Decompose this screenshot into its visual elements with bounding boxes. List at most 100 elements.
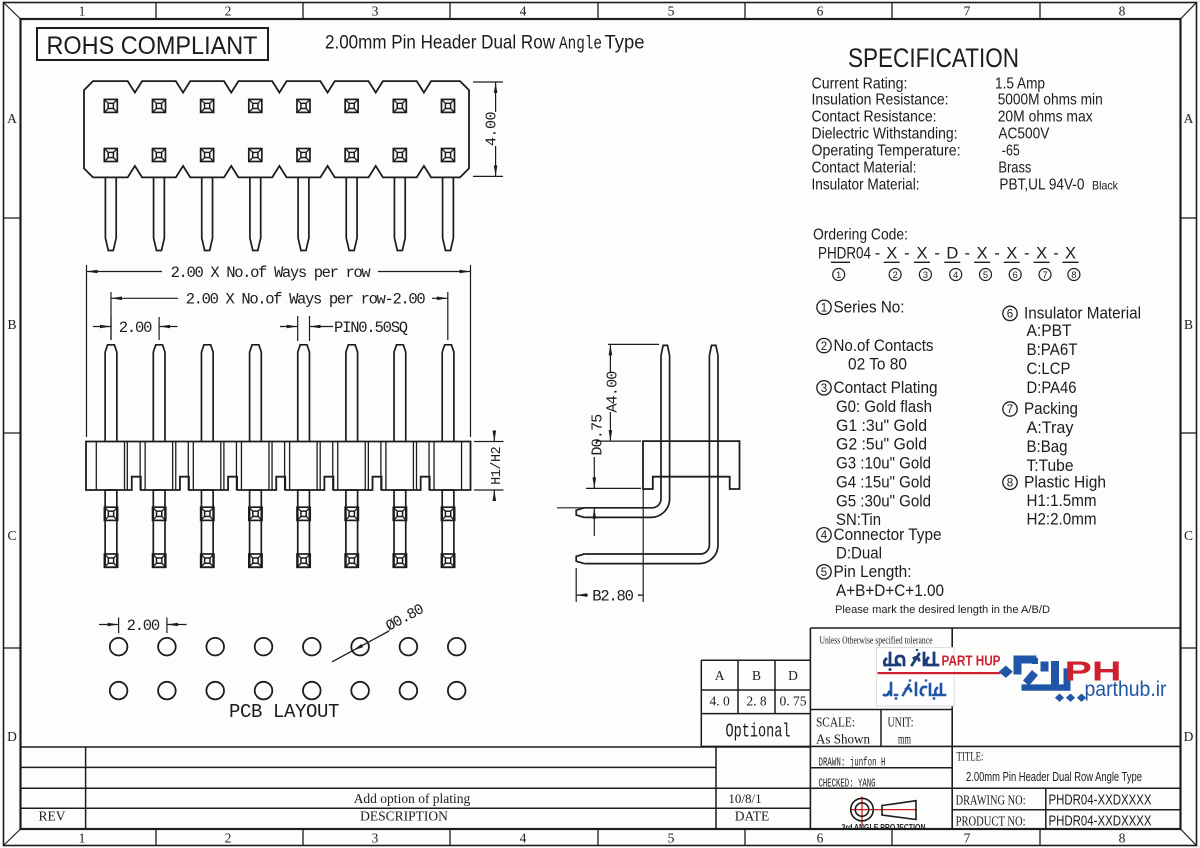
svg-text:2: 2 — [225, 831, 232, 846]
svg-text:1: 1 — [79, 4, 86, 19]
svg-text:A: A — [715, 668, 725, 683]
svg-text:4: 4 — [953, 270, 958, 281]
svg-text:3: 3 — [372, 831, 379, 846]
svg-text:T:Tube: T:Tube — [1027, 457, 1074, 475]
svg-text:4: 4 — [520, 4, 527, 19]
svg-text:H2:2.0mm: H2:2.0mm — [1027, 511, 1097, 529]
svg-text:D: D — [788, 668, 798, 683]
svg-text:ROHS COMPLIANT: ROHS COMPLIANT — [47, 32, 258, 60]
svg-text:Insulator Material:: Insulator Material: — [812, 176, 920, 193]
svg-text:1.5 Amp: 1.5 Amp — [995, 76, 1045, 93]
svg-text:PHDR04-XXDXXXX: PHDR04-XXDXXXX — [1049, 793, 1152, 809]
svg-text:Black: Black — [1092, 178, 1119, 192]
svg-text:G5 :30u" Gold: G5 :30u" Gold — [836, 492, 931, 510]
svg-text:2.00 X No.of Ways per row-2.00: 2.00 X No.of Ways per row-2.00 — [186, 291, 426, 309]
svg-text:-: - — [964, 245, 970, 263]
svg-text:2.00: 2.00 — [127, 617, 160, 635]
svg-text:5: 5 — [983, 270, 988, 281]
svg-text:PHDR04-XXDXXXX: PHDR04-XXDXXXX — [1049, 814, 1152, 830]
svg-text:Please mark the desired length: Please mark the desired length in the A/… — [835, 604, 1050, 616]
svg-text:6: 6 — [817, 4, 824, 19]
svg-text:DRAWING NO:: DRAWING NO: — [956, 794, 1026, 809]
svg-text:-: - — [1024, 245, 1030, 263]
svg-text:5: 5 — [821, 567, 827, 579]
svg-text:C: C — [7, 528, 16, 543]
svg-text:A:Tray: A:Tray — [1027, 419, 1075, 437]
svg-text:4. 0: 4. 0 — [709, 694, 730, 709]
svg-text:3: 3 — [821, 383, 827, 395]
svg-text:3: 3 — [923, 270, 928, 281]
svg-text:7: 7 — [1042, 270, 1047, 281]
svg-text:X: X — [977, 245, 988, 263]
svg-text:B: B — [7, 317, 16, 332]
svg-text:D:Dual: D:Dual — [836, 545, 882, 563]
svg-text:X: X — [1065, 245, 1076, 263]
svg-text:Insulator Material: Insulator Material — [1024, 305, 1141, 323]
svg-text:D: D — [946, 245, 958, 263]
svg-text:7: 7 — [964, 831, 971, 846]
svg-text:7: 7 — [964, 4, 971, 19]
svg-text:X: X — [1006, 245, 1017, 263]
svg-text:B2.80: B2.80 — [592, 587, 633, 605]
svg-text:B: B — [752, 668, 761, 683]
svg-text:6: 6 — [1007, 309, 1013, 321]
svg-text:D:PA46: D:PA46 — [1027, 379, 1077, 397]
svg-text:PBT,UL 94V-0: PBT,UL 94V-0 — [999, 176, 1084, 193]
svg-text:Series No:: Series No: — [834, 299, 905, 317]
svg-text:PCB LAYOUT: PCB LAYOUT — [229, 701, 339, 723]
svg-text:PART HUP: PART HUP — [942, 654, 1001, 670]
svg-text:X: X — [1036, 245, 1047, 263]
svg-text:D: D — [7, 729, 17, 744]
svg-text:Current Rating:: Current Rating: — [812, 76, 908, 93]
svg-text:5: 5 — [668, 4, 675, 19]
svg-text:Contact Material:: Contact Material: — [812, 159, 917, 176]
svg-text:A4.00: A4.00 — [605, 371, 622, 413]
svg-text:Insulation Resistance:: Insulation Resistance: — [812, 91, 949, 108]
svg-text:A+B+D+C+1.00: A+B+D+C+1.00 — [836, 582, 944, 600]
svg-text:AC500V: AC500V — [998, 125, 1049, 142]
svg-text:-: - — [994, 245, 1000, 263]
svg-text:UNIT:: UNIT: — [888, 715, 914, 730]
svg-text:Dielectric Withstanding:: Dielectric Withstanding: — [812, 125, 958, 142]
svg-text:A: A — [7, 111, 17, 126]
svg-text:5: 5 — [668, 831, 675, 846]
svg-text:DRAWN: junfon H: DRAWN: junfon H — [819, 757, 886, 770]
svg-text:20M ohms max: 20M ohms max — [998, 108, 1093, 125]
svg-text:parthub.ir: parthub.ir — [1085, 678, 1167, 701]
svg-text:DATE: DATE — [735, 809, 770, 824]
svg-text:Unless Otherwise specified tol: Unless Otherwise specified tolerance — [820, 635, 933, 647]
svg-text:Contact Plating: Contact Plating — [834, 379, 938, 397]
svg-text:PHDR04: PHDR04 — [818, 245, 871, 263]
svg-text:G2 :5u" Gold: G2 :5u" Gold — [836, 436, 927, 454]
svg-text:Type: Type — [605, 33, 645, 54]
svg-text:B:PA6T: B:PA6T — [1027, 341, 1078, 359]
svg-text:G4 :15u" Gold: G4 :15u" Gold — [836, 473, 931, 491]
svg-text:7: 7 — [1007, 404, 1013, 416]
svg-text:C:LCP: C:LCP — [1027, 360, 1071, 378]
svg-text:Pin Length:: Pin Length: — [834, 563, 912, 581]
svg-text:PIN0.50SQ: PIN0.50SQ — [334, 319, 408, 337]
svg-text:Connector Type: Connector Type — [834, 526, 942, 544]
svg-text:1: 1 — [821, 303, 827, 315]
svg-text:4: 4 — [821, 530, 828, 542]
svg-text:-: - — [934, 245, 940, 263]
svg-text:-: - — [1053, 245, 1059, 263]
svg-text:H1:1.5mm: H1:1.5mm — [1027, 492, 1097, 510]
svg-text:2. 8: 2. 8 — [746, 694, 767, 709]
svg-text:2: 2 — [225, 4, 232, 19]
svg-text:Add option of plating: Add option of plating — [354, 791, 471, 806]
svg-text:3rd ANGLE PROJECTION: 3rd ANGLE PROJECTION — [842, 822, 926, 832]
svg-text:X: X — [886, 245, 897, 263]
svg-text:C: C — [1184, 528, 1193, 543]
svg-text:6: 6 — [817, 831, 824, 846]
svg-text:Brass: Brass — [998, 159, 1031, 176]
svg-text:G0: Gold flash: G0: Gold flash — [836, 398, 932, 416]
svg-text:2.00mm Pin Header Dual Row Ang: 2.00mm Pin Header Dual Row Angle Type — [966, 770, 1142, 784]
svg-text:No.of Contacts: No.of Contacts — [834, 337, 934, 355]
svg-text:D: D — [1184, 729, 1194, 744]
svg-text:4: 4 — [520, 831, 527, 846]
svg-text:A:PBT: A:PBT — [1027, 322, 1072, 340]
svg-text:2.00 X No.of Ways per row: 2.00 X No.of Ways per row — [171, 264, 372, 282]
svg-text:Optional: Optional — [726, 721, 791, 743]
svg-text:DESCRIPTION: DESCRIPTION — [360, 809, 448, 824]
